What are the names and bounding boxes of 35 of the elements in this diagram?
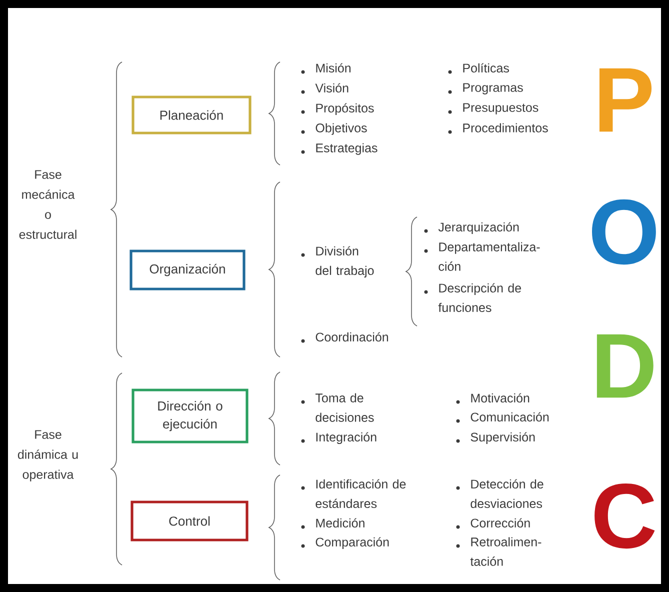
phase-label: Fase mecánica o estructural: [19, 170, 76, 239]
bullet-item: Procedimientos: [448, 123, 548, 134]
phase-box: Planeación: [132, 96, 252, 134]
bullet-item: Presupuestos: [448, 103, 538, 114]
bullet-item: Departamentaliza- ción: [424, 242, 540, 271]
bullet-item: Políticas: [448, 63, 509, 74]
phase-label: Fase dinámica u operativa: [18, 430, 78, 482]
bullet-item: Medición: [301, 518, 364, 529]
bullet-item: Estrategias: [301, 143, 378, 155]
bullet-item: División del trabajo: [301, 246, 374, 278]
bullet-item: Toma de decisiones: [301, 393, 374, 422]
bullet-item: Comunicación: [456, 412, 549, 423]
phase-box: Control: [130, 500, 248, 542]
bullet-item: Propósitos: [301, 103, 374, 115]
initial-letter: C: [594, 483, 655, 549]
initial-letter: D: [596, 334, 654, 398]
bullet-item: Identificación de estándares: [301, 479, 406, 508]
bullet-item: Motivación: [456, 393, 530, 404]
bullet-item: Supervisión: [456, 432, 535, 444]
phase-box: Organización: [130, 250, 246, 290]
bullet-item: Descripción de funciones: [424, 283, 521, 312]
bullet-item: Comparación: [301, 537, 389, 549]
initial-letter: P: [599, 68, 652, 132]
bullet-item: Programas: [448, 83, 523, 94]
bullet-item: Integración: [301, 432, 376, 444]
bullet-item: Misión: [301, 63, 350, 74]
bullet-item: Objetivos: [301, 123, 367, 135]
bullet-item: Corrección: [456, 518, 530, 529]
bullet-item: Visión: [301, 83, 348, 94]
bullet-item: Detección de desviaciones: [456, 479, 544, 508]
bullet-item: Jerarquización: [424, 222, 519, 234]
bullet-item: Coordinación: [301, 332, 388, 343]
bullet-item: Retroalimen- tación: [456, 537, 542, 566]
phase-box: Dirección o ejecución: [132, 388, 248, 444]
initial-letter: O: [592, 199, 656, 265]
